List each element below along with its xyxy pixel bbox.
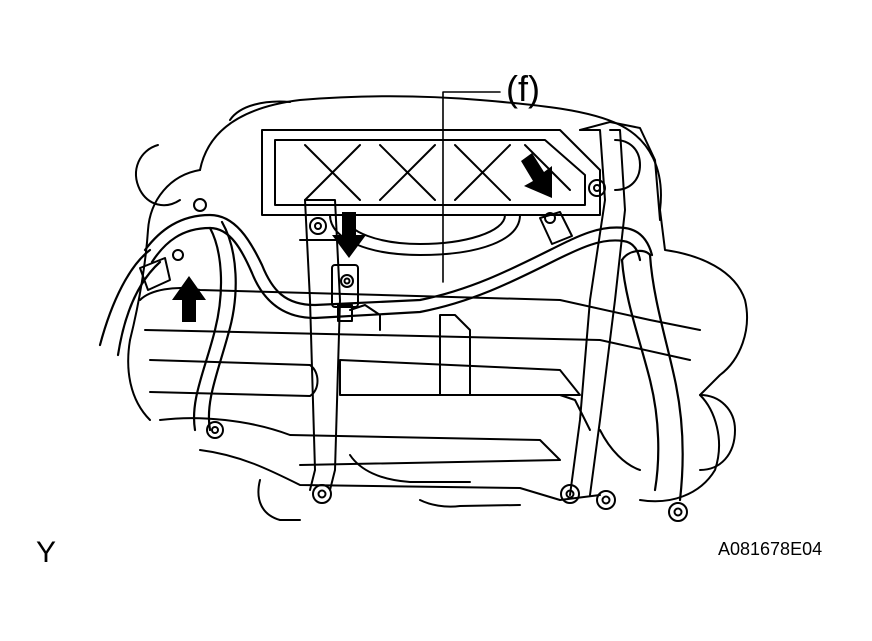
down-arrow-icon	[332, 212, 366, 258]
up-arrow-icon	[172, 276, 206, 322]
down-arrow-icon	[521, 153, 552, 198]
lower-engine-block	[127, 287, 736, 521]
figure-code: A081678E04	[718, 539, 823, 559]
mounting-bracket-right	[569, 129, 626, 496]
callout-leader-line	[442, 91, 501, 283]
intake-manifold-outline	[129, 95, 749, 503]
bolt-icon	[172, 179, 688, 522]
mounting-bracket-center	[299, 199, 341, 491]
clamp-icon	[139, 211, 573, 322]
view-letter: Y	[36, 536, 57, 569]
part-label-f: (f)	[506, 68, 540, 109]
fuel-hose-right	[620, 249, 684, 502]
fuel-hose-left	[98, 220, 237, 432]
